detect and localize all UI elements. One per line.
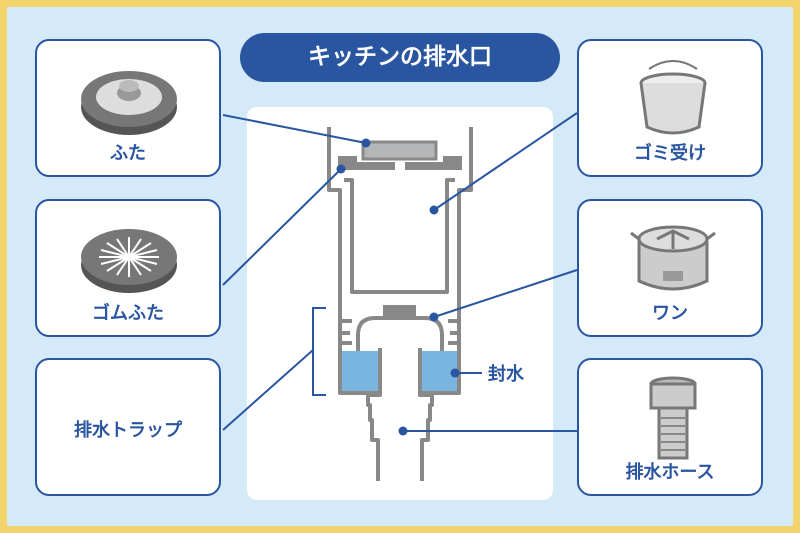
page-title: キッチンの排水口 <box>240 33 560 82</box>
card-futa: ふた <box>35 39 221 177</box>
inner-pipe-left <box>366 348 382 481</box>
label-trap: 排水トラップ <box>74 420 182 441</box>
dot-seal <box>450 368 460 378</box>
dot-hose <box>398 426 408 436</box>
label-gomu-futa: ゴムふた <box>92 303 164 324</box>
dot-wan <box>429 312 439 322</box>
lid <box>361 140 438 161</box>
leader-gomu-futa <box>222 168 342 286</box>
rubber-lid-icon <box>81 229 177 293</box>
water-left <box>342 351 378 391</box>
card-wan: ワン <box>577 199 763 337</box>
dot-gomu-futa <box>336 164 346 174</box>
card-hose: 排水ホース <box>577 358 763 496</box>
wan <box>356 316 444 375</box>
card-trap: 排水トラップ <box>35 358 221 496</box>
leader-gomi-uke <box>433 112 578 211</box>
basket-icon <box>639 60 707 135</box>
label-gomi-uke: ゴミ受け <box>634 143 706 164</box>
card-gomu-futa: ゴムふた <box>35 199 221 337</box>
trap-bracket <box>312 307 326 396</box>
inner-pipe-right <box>418 348 434 481</box>
label-hose: 排水ホース <box>625 462 715 483</box>
housing-right-wall <box>421 127 473 395</box>
label-futa: ふた <box>110 143 146 164</box>
basket <box>344 178 455 294</box>
ribs <box>342 319 458 345</box>
wan-top <box>383 305 416 316</box>
leader-trap <box>222 349 314 431</box>
leader-wan <box>433 269 578 318</box>
diagram-panel <box>247 107 553 500</box>
leader-futa <box>222 114 367 144</box>
rubber-lid <box>338 156 462 170</box>
housing-left-wall <box>327 127 379 395</box>
lid-icon <box>81 71 177 135</box>
dot-gomi-uke <box>429 205 439 215</box>
hose-icon <box>649 376 697 460</box>
wan-icon <box>630 225 716 291</box>
seal-water-label: 封水 <box>488 364 524 385</box>
label-wan: ワン <box>652 303 688 324</box>
dot-futa <box>361 138 371 148</box>
card-gomi-uke: ゴミ受け <box>577 39 763 177</box>
